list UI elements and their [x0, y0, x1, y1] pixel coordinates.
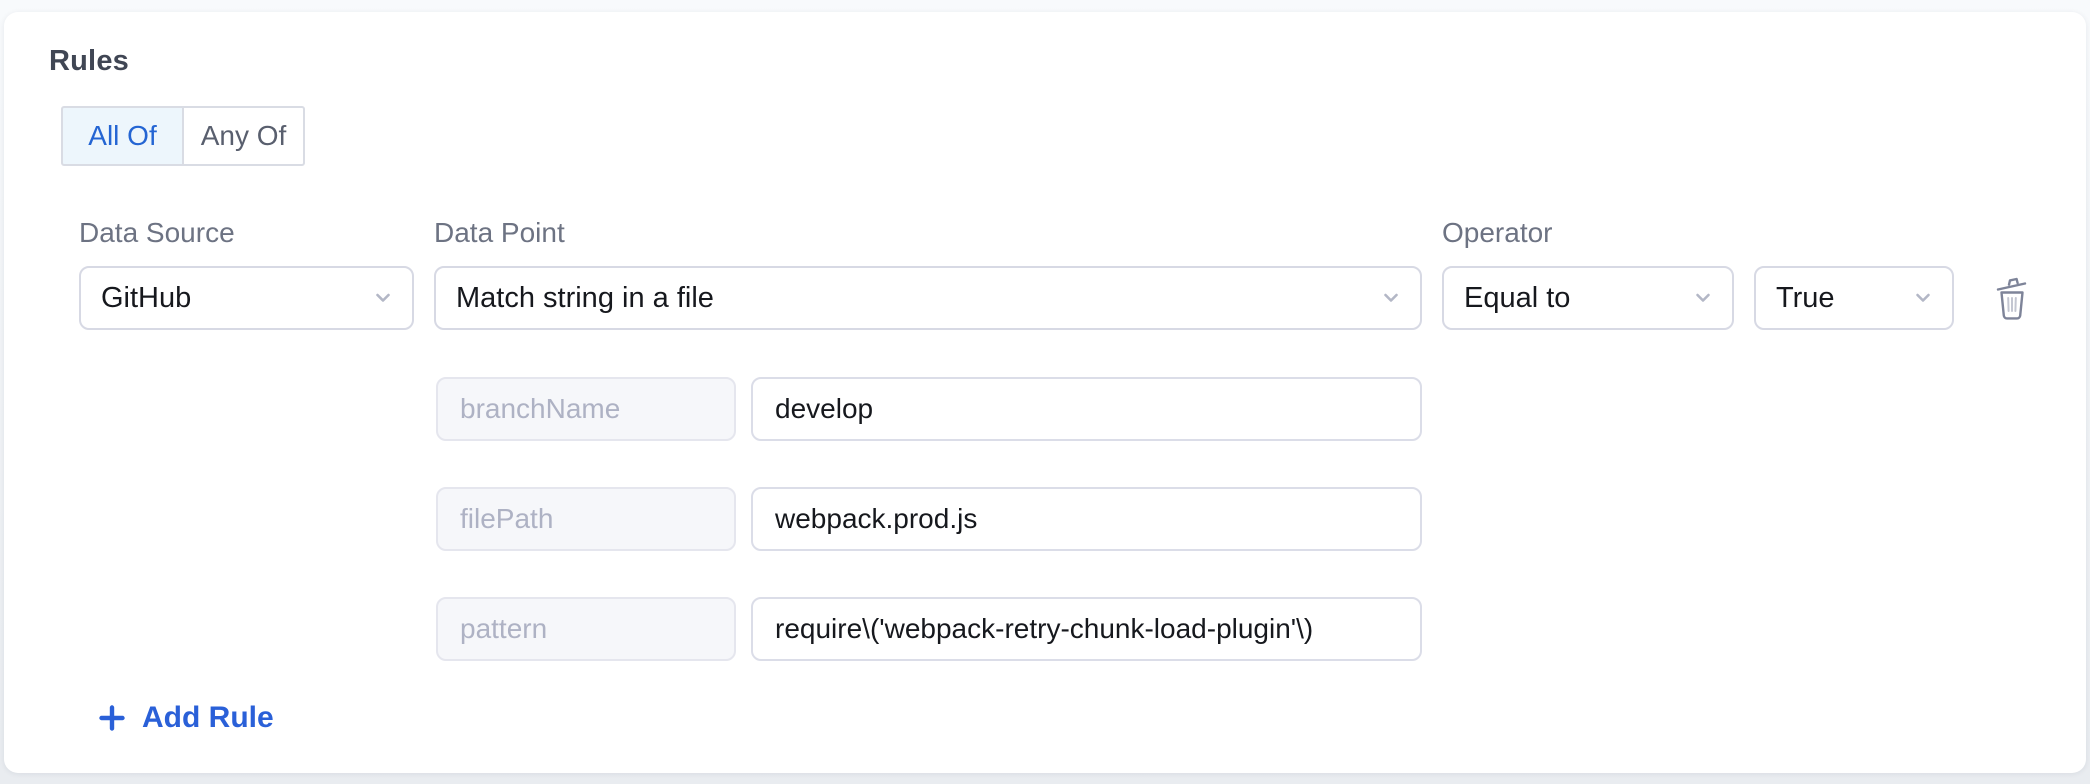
rule-row: Data Source GitHub Data Point Match stri…: [79, 216, 2086, 330]
add-rule-label: Add Rule: [142, 701, 274, 734]
plus-icon: [97, 703, 127, 733]
parameter-value-input[interactable]: [751, 597, 1422, 661]
operand-field: True: [1754, 266, 1954, 330]
parameter-key-input[interactable]: [436, 487, 736, 551]
operator-label: Operator: [1442, 217, 1553, 248]
chevron-down-icon: [372, 287, 394, 309]
parameter-key-input[interactable]: [436, 597, 736, 661]
trash-icon: [1992, 276, 2032, 322]
match-mode-all-of-button[interactable]: All Of: [61, 106, 184, 166]
operand-value: True: [1776, 281, 1835, 314]
match-mode-any-of-button[interactable]: Any Of: [182, 106, 305, 166]
chevron-down-icon: [1692, 287, 1714, 309]
data-point-select[interactable]: Match string in a file: [434, 266, 1422, 330]
operator-field: Operator Equal to: [1442, 216, 1734, 330]
data-point-value: Match string in a file: [456, 281, 714, 314]
data-point-label: Data Point: [434, 217, 565, 248]
data-source-select[interactable]: GitHub: [79, 266, 414, 330]
parameter-row-branch-name: [436, 377, 2086, 441]
data-source-field: Data Source GitHub: [79, 216, 414, 330]
data-source-value: GitHub: [101, 281, 192, 314]
operator-value: Equal to: [1464, 281, 1571, 314]
parameter-row-file-path: [436, 487, 2086, 551]
data-point-field: Data Point Match string in a file: [434, 216, 1422, 330]
section-title: Rules: [49, 45, 129, 77]
rule-parameters: [436, 377, 2086, 661]
add-rule-button[interactable]: Add Rule: [97, 701, 274, 735]
parameter-key-input[interactable]: [436, 377, 736, 441]
parameter-row-pattern: [436, 597, 2086, 661]
delete-rule-button[interactable]: [1988, 274, 2036, 324]
any-of-label: Any Of: [200, 120, 287, 151]
all-of-label: All Of: [88, 120, 157, 151]
data-source-label: Data Source: [79, 217, 235, 248]
chevron-down-icon: [1380, 287, 1402, 309]
rules-card: Rules All Of Any Of Data Source GitHub D…: [4, 12, 2086, 773]
chevron-down-icon: [1912, 287, 1934, 309]
parameter-value-input[interactable]: [751, 377, 1422, 441]
match-mode-segmented-control: All Of Any Of: [61, 106, 305, 166]
operator-select[interactable]: Equal to: [1442, 266, 1734, 330]
operand-select[interactable]: True: [1754, 266, 1954, 330]
parameter-value-input[interactable]: [751, 487, 1422, 551]
